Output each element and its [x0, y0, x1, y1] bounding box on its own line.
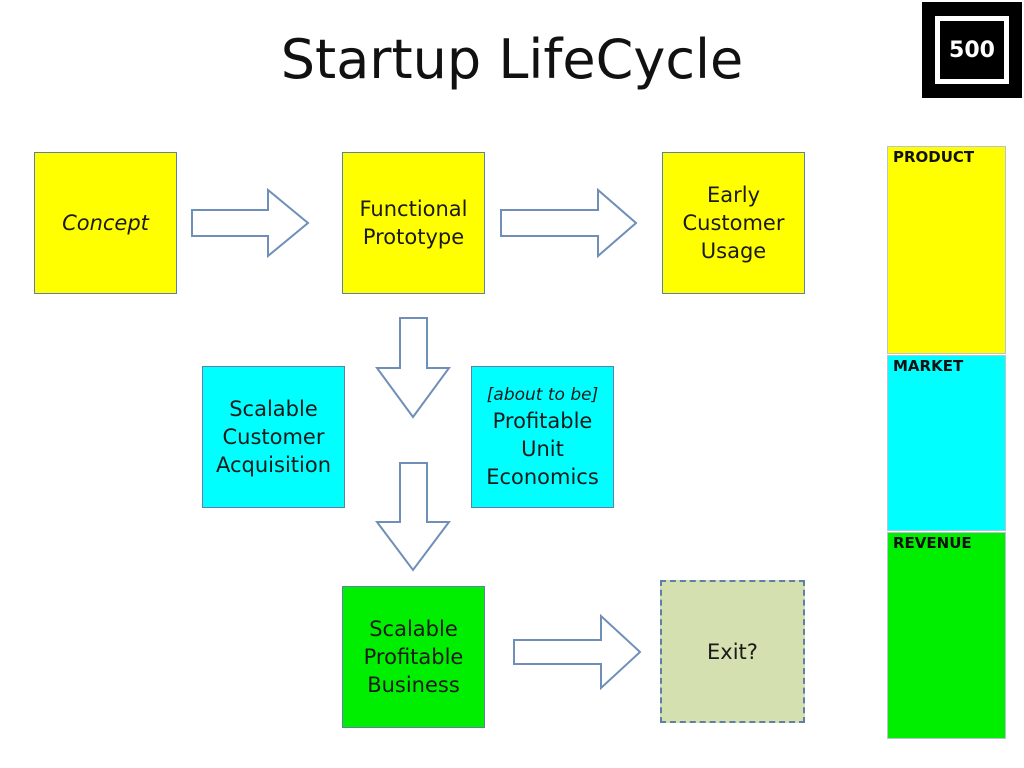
box-profitable-unit-economics-prefix: [about to be]	[486, 385, 599, 405]
phase-market: MARKET	[887, 355, 1006, 531]
logo-frame: 500	[935, 16, 1009, 84]
box-functional-prototype: Functional Prototype	[342, 152, 485, 294]
box-early-customer-usage-label: Early Customer Usage	[682, 183, 785, 263]
box-scalable-customer-acquisition: Scalable Customer Acquisition	[202, 366, 345, 508]
box-exit-label: Exit?	[707, 639, 758, 664]
box-scalable-customer-acquisition-label: Scalable Customer Acquisition	[215, 397, 332, 477]
box-profitable-unit-economics: [about to be] Profitable Unit Economics	[471, 366, 614, 508]
box-concept: Concept	[34, 152, 177, 294]
phase-market-label: MARKET	[893, 357, 964, 375]
arrow-business-to-exit	[513, 613, 642, 691]
box-profitable-unit-economics-label: Profitable Unit Economics	[486, 409, 599, 489]
phase-product-label: PRODUCT	[893, 148, 975, 166]
phase-product: PRODUCT	[887, 146, 1006, 354]
box-concept-label: Concept	[62, 211, 149, 235]
box-early-customer-usage: Early Customer Usage	[662, 152, 805, 294]
arrow-concept-to-prototype	[191, 187, 310, 259]
box-scalable-profitable-business-label: Scalable Profitable Business	[363, 617, 464, 697]
phase-revenue-label: REVENUE	[893, 534, 972, 552]
arrow-prototype-down-1	[375, 317, 451, 419]
box-scalable-profitable-business: Scalable Profitable Business	[342, 586, 485, 728]
box-functional-prototype-label: Functional Prototype	[359, 197, 468, 249]
phase-revenue: REVENUE	[887, 532, 1006, 739]
page-title: Startup LifeCycle	[280, 28, 744, 91]
arrow-prototype-down-2	[375, 462, 451, 572]
logo-text: 500	[949, 37, 995, 63]
logo-500: 500	[922, 2, 1022, 98]
arrow-prototype-to-early-usage	[500, 187, 638, 259]
box-exit: Exit?	[660, 580, 805, 723]
